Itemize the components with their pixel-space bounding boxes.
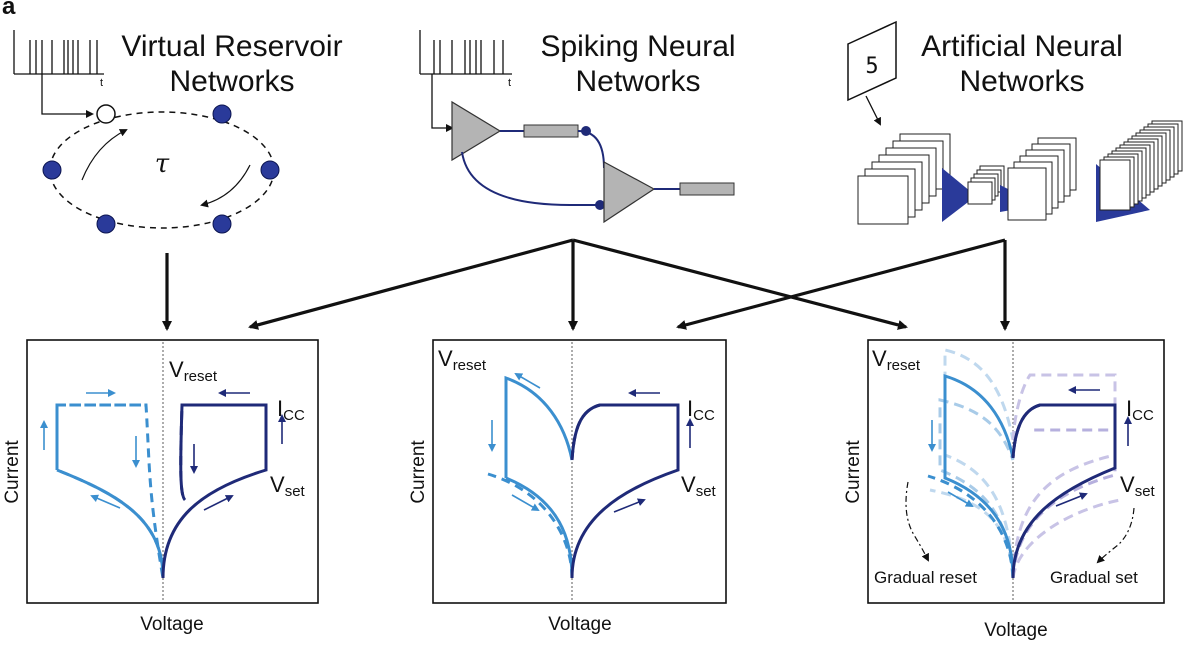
spiking-spike-train [419,30,512,75]
spiking-neuron-2 [603,160,656,224]
spiking-axon-body-1 [523,124,579,138]
title-reservoir-line1: Virtual Reservoir [121,30,342,63]
ann-input-image [847,20,897,102]
iv-plot-1-curves [55,403,268,579]
iv-plot-1-icc: ICC [277,396,305,424]
title-ann-line2: Networks [959,65,1084,98]
ann-digit: 5 [865,54,878,79]
iv-plot-1-xlabel: Voltage [140,614,203,635]
iv-plot-2-vreset: Vreset [438,346,487,374]
iv-plot-2-vset: Vset [681,472,717,500]
connection-arrows [162,238,1010,331]
iv-plot-3-xlabel: Voltage [984,620,1047,641]
title-spiking-line2: Networks [575,65,700,98]
panel-letter: a [2,0,16,20]
ann-conv-layer-1 [857,175,909,225]
reservoir-nodes [42,104,280,234]
iv-plot-2-direction-arrows [488,372,694,513]
ann-layer-stacks [857,120,1183,225]
ann-pooling-wedge-1 [942,168,976,222]
spiking-synapse-2 [595,200,605,210]
spiking-neuron-1 [451,100,502,162]
iv-plot-1-direction-arrows [40,389,286,511]
reservoir-input-connector [41,74,94,118]
spiking-feedback-path [461,151,600,206]
spiking-time-label: t [508,77,511,89]
iv-plot-2-icc: ICC [687,396,715,424]
iv-plot-3-direction-arrows [928,386,1132,508]
spiking-input-connector [431,74,454,132]
iv-plot-2-ylabel: Current [408,440,429,504]
iv-plot-3-gradual-reset-leader [905,481,929,562]
spiking-axon-body-2 [679,182,735,196]
title-spiking-line1: Spiking Neural [540,30,735,63]
iv-plot-1-frame [26,339,319,604]
iv-plot-3-vset: Vset [1120,472,1156,500]
title-reservoir-line2: Networks [169,65,294,98]
spiking-dendrite-1 [577,130,605,169]
iv-plot-3-ylabel: Current [843,440,864,504]
reservoir-input-node [96,104,116,124]
title-ann-line1: Artificial Neural [921,30,1123,63]
reservoir-cw-arrow-right [200,164,251,208]
iv-plot-3-gradual-set-label: Gradual set [1050,568,1138,587]
iv-plot-3-gradual-reset-label: Gradual reset [874,568,977,587]
reservoir-cw-arrow-left [81,129,128,181]
iv-plot-1-vreset: Vreset [169,357,218,385]
iv-plot-2-xlabel: Voltage [548,614,611,635]
reservoir-time-label: t [100,77,103,89]
iv-plot-1-ylabel: Current [2,440,23,504]
iv-plot-3-vreset: Vreset [872,346,921,374]
iv-plot-2-frame [432,339,727,604]
iv-plot-3-gradual-set-leader [1096,507,1135,564]
ann-input-arrow [865,95,881,126]
reservoir-tau: τ [155,149,170,179]
reservoir-spike-train [13,30,104,75]
iv-plot-2-curves [487,375,680,579]
ann-conv-layer-3 [1007,167,1047,221]
ann-conv-layer-2 [967,181,993,205]
iv-plot-3-curves [927,373,1117,579]
spiking-synapse-1 [581,126,591,136]
ann-dense-layer [1099,159,1131,211]
iv-plot-3-icc: ICC [1126,396,1154,424]
iv-plot-1-vset: Vset [270,472,306,500]
